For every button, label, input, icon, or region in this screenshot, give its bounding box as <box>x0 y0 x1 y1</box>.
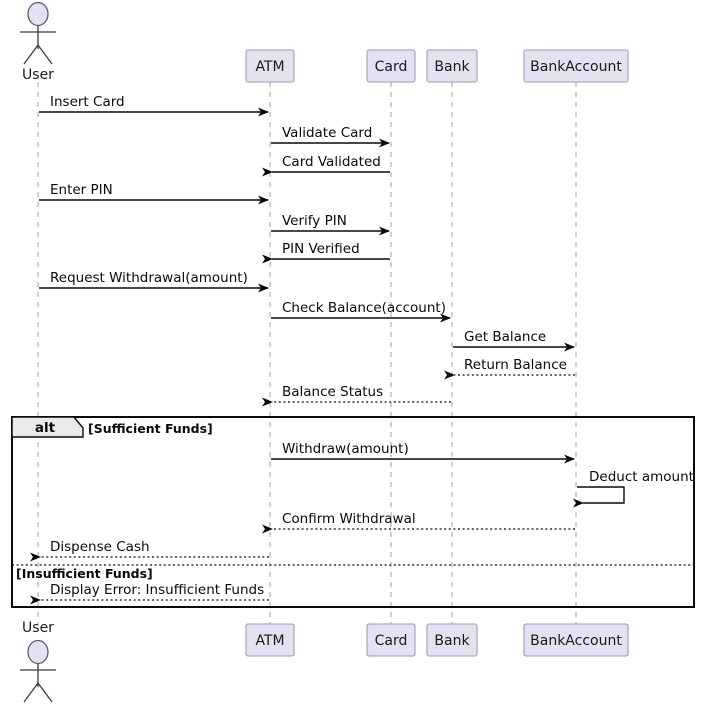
message-7[interactable]: Request Withdrawal(amount) <box>39 270 269 293</box>
message-11[interactable]: Balance Status <box>262 384 451 407</box>
participant-label-atm: ATM <box>255 59 284 75</box>
participant-bankaccount-head[interactable]: BankAccount <box>523 49 629 83</box>
message-label-8: Check Balance(account) <box>282 300 446 316</box>
message-label-2: Validate Card <box>282 125 372 141</box>
fragment-group: alt [Sufficient Funds] [Insufficient Funds… <box>11 416 695 608</box>
participant-label-bankaccount: BankAccount <box>530 633 622 649</box>
alt-guard-1: [Insufficient Funds] <box>16 566 153 581</box>
message-label-10: Return Balance <box>464 357 567 373</box>
message-label-15: Dispense Cash <box>50 539 150 555</box>
message-15[interactable]: Dispense Cash <box>30 539 269 562</box>
participant-label-card: Card <box>375 59 408 75</box>
message-5[interactable]: Verify PIN <box>271 213 390 236</box>
message-6[interactable]: PIN Verified <box>262 241 390 264</box>
message-self-loop-13 <box>573 486 625 508</box>
message-2[interactable]: Validate Card <box>271 125 390 148</box>
message-8[interactable]: Check Balance(account) <box>271 300 451 323</box>
message-9[interactable]: Get Balance <box>453 329 575 352</box>
participant-card-head[interactable]: Card <box>366 49 416 83</box>
participant-card-foot[interactable]: Card <box>366 623 416 657</box>
participant-label-bank: Bank <box>434 59 470 75</box>
message-1[interactable]: Insert Card <box>39 94 269 117</box>
participant-bank-head[interactable]: Bank <box>426 49 478 83</box>
participant-bank-foot[interactable]: Bank <box>426 623 478 657</box>
participant-heads-group: User ATM Card Bank BankAccount <box>20 1 629 84</box>
message-label-5: Verify PIN <box>282 213 347 229</box>
message-14[interactable]: Confirm Withdrawal <box>262 511 575 534</box>
message-label-4: Enter PIN <box>50 182 113 198</box>
message-10[interactable]: Return Balance <box>444 357 575 380</box>
message-3[interactable]: Card Validated <box>262 154 390 177</box>
alt-guard-0: [Sufficient Funds] <box>88 421 213 436</box>
message-label-16: Display Error: Insufficient Funds <box>50 582 264 598</box>
message-label-11: Balance Status <box>282 384 383 400</box>
message-label-1: Insert Card <box>50 94 125 110</box>
participant-label-card: Card <box>375 633 408 649</box>
participant-label-bankaccount: BankAccount <box>530 59 622 75</box>
actor-user-head[interactable]: User <box>20 1 56 84</box>
alt-fragment-tab <box>11 416 84 438</box>
alt-fragment: alt [Sufficient Funds] [Insufficient Funds… <box>11 416 695 608</box>
message-label-13: Deduct amount <box>589 469 694 485</box>
message-12[interactable]: Withdraw(amount) <box>271 441 575 464</box>
message-13[interactable]: Deduct amount <box>573 469 694 508</box>
participant-label-atm: ATM <box>255 633 284 649</box>
alt-fragment-operator: alt <box>35 420 56 436</box>
message-label-12: Withdraw(amount) <box>282 441 409 457</box>
actor-label-user: User <box>22 620 54 636</box>
participant-atm-foot[interactable]: ATM <box>245 623 295 657</box>
participant-bankaccount-foot[interactable]: BankAccount <box>523 623 629 657</box>
message-16[interactable]: Display Error: Insufficient Funds <box>30 582 269 605</box>
participant-label-bank: Bank <box>434 633 470 649</box>
message-label-7: Request Withdrawal(amount) <box>50 270 248 286</box>
message-label-3: Card Validated <box>282 154 381 170</box>
message-4[interactable]: Enter PIN <box>39 182 269 205</box>
actor-label-user: User <box>22 67 54 83</box>
participant-atm-head[interactable]: ATM <box>245 49 295 83</box>
message-label-9: Get Balance <box>464 329 546 345</box>
message-label-14: Confirm Withdrawal <box>282 511 416 527</box>
actor-user-foot[interactable]: User <box>20 620 56 703</box>
message-label-6: PIN Verified <box>282 241 360 257</box>
